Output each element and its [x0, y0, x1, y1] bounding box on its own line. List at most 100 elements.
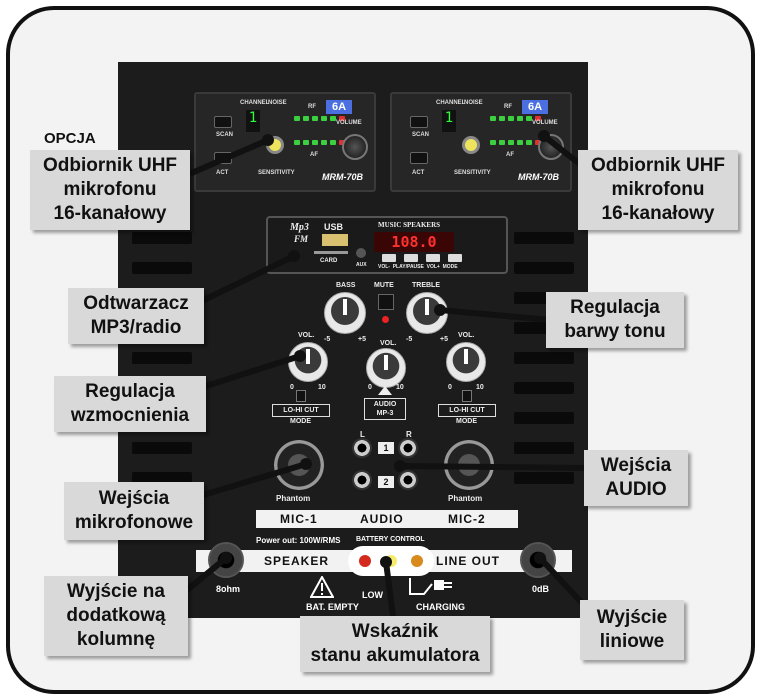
card-label: CARD — [320, 258, 338, 264]
callout-uhf-right: Odbiornik UHF mikrofonu 16-kanałowy — [578, 150, 738, 230]
volume-label: VOLUME — [532, 120, 558, 126]
mic1-phantom-label: Phantom — [276, 494, 311, 503]
warning-icon — [310, 576, 334, 598]
rca-right-label: R — [406, 430, 412, 439]
mp3-player: Mp3 FM USB CARD AUX MUSIC SPEAKERS 108.0… — [266, 216, 508, 274]
card-slot[interactable] — [314, 251, 348, 254]
music-speakers-title: MUSIC SPEAKERS — [378, 221, 441, 229]
play-pause-button[interactable] — [404, 254, 418, 262]
channel-display: 6A — [522, 100, 549, 114]
fm-logo: FM — [294, 234, 309, 244]
vent — [514, 412, 574, 424]
audio-arrow — [378, 386, 392, 395]
bass-min: -5 — [324, 336, 331, 343]
rca-2-number: 2 — [378, 476, 394, 488]
charging-plug-icon — [409, 578, 452, 595]
audio-strip-label: AUDIO — [360, 512, 404, 526]
callout-mp3: Odtwarzacz MP3/radio — [68, 288, 204, 344]
bass-label: BASS — [336, 282, 356, 289]
mic2-lohicut-switch[interactable] — [462, 390, 472, 402]
speaker-strip-label: SPEAKER — [264, 554, 330, 568]
usb-port[interactable] — [322, 234, 348, 246]
vol1-min: 0 — [290, 384, 294, 391]
bass-knob[interactable] — [324, 292, 366, 334]
callout-audio-in: Wejścia AUDIO — [584, 450, 688, 506]
rf-meter — [294, 116, 345, 121]
rca-1-number: 1 — [378, 442, 394, 454]
channel-label: CHANNEL — [240, 100, 270, 106]
model-label: MRM-70B — [322, 172, 364, 182]
af-label: AF — [506, 152, 514, 158]
treble-label: TREBLE — [412, 282, 440, 289]
mic2-mode-label: MODE — [456, 418, 477, 425]
vol-audio-label: VOL. — [380, 340, 397, 347]
mic1-lohicut-switch[interactable] — [296, 390, 306, 402]
power-out-label: Power out: 100W/RMS — [256, 536, 341, 545]
scan-button[interactable] — [214, 116, 232, 128]
battery-control-label: BATTERY CONTROL — [356, 536, 425, 543]
channel-label: CHANNEL — [436, 100, 466, 106]
rca-1-right[interactable] — [398, 438, 418, 458]
mic1-volume-knob[interactable] — [288, 342, 328, 382]
mp3-button-labels: VOL- PLAY/PAUSE VOL+ MODE — [378, 264, 458, 270]
callout-line-out: Wyjście liniowe — [580, 600, 684, 660]
scan-label: SCAN — [216, 132, 234, 138]
treble-max: +5 — [440, 336, 448, 343]
treble-min: -5 — [406, 336, 413, 343]
rca-left-label: L — [360, 430, 365, 439]
sensitivity-knob[interactable] — [462, 136, 480, 154]
charging-label: CHARGING — [416, 602, 465, 612]
rca-2-left[interactable] — [352, 470, 372, 490]
volume-knob[interactable] — [342, 134, 368, 160]
db-label: 0dB — [532, 584, 550, 594]
sensitivity-label: SENSITIVITY — [258, 170, 295, 176]
battery-led-orange — [411, 555, 423, 567]
rca-1-left[interactable] — [352, 438, 372, 458]
vol-up-button[interactable] — [426, 254, 440, 262]
mic2-phantom-label: Phantom — [448, 494, 483, 503]
vol2-min: 0 — [448, 384, 452, 391]
vent — [132, 352, 192, 364]
rf-label: RF — [504, 104, 512, 110]
mute-button[interactable] — [378, 294, 394, 310]
scan-button[interactable] — [410, 116, 428, 128]
aux-jack[interactable] — [356, 248, 366, 258]
vent — [514, 352, 574, 364]
vol1-label: VOL. — [298, 332, 315, 339]
rf-label: RF — [308, 104, 316, 110]
vent — [514, 232, 574, 244]
low-label: LOW — [362, 590, 383, 600]
mic2-strip-label: MIC-2 — [448, 512, 486, 526]
usb-label: USB — [324, 222, 344, 232]
mic1-lohicut-label: LO-HI CUT — [272, 404, 330, 417]
callout-battery: Wskaźnik stanu akumulatora — [300, 616, 490, 672]
af-label: AF — [310, 152, 318, 158]
mic2-volume-knob[interactable] — [446, 342, 486, 382]
vol-down-button[interactable] — [382, 254, 396, 262]
vent — [514, 382, 574, 394]
vent — [132, 472, 192, 484]
mode-button[interactable] — [448, 254, 462, 262]
input-label-strip: MIC-1 AUDIO MIC-2 — [256, 510, 518, 528]
noise-label: NOISE — [268, 100, 287, 106]
vol2-label: VOL. — [458, 332, 475, 339]
act-button[interactable] — [410, 152, 428, 164]
callout-mic-in: Wejścia mikrofonowe — [64, 482, 204, 540]
act-label: ACT — [412, 170, 425, 176]
mute-label: MUTE — [374, 282, 394, 289]
channel-digit: 1 — [246, 110, 260, 132]
diagram-frame: CHANNEL NOISE RF 6A 1 SCAN VOLUME AF ACT… — [6, 6, 755, 694]
audio-volume-knob[interactable] — [366, 348, 406, 388]
vol2-max: 10 — [476, 384, 484, 391]
mic1-strip-label: MIC-1 — [280, 512, 318, 526]
channel-display: 6A — [326, 100, 353, 114]
sensitivity-label: SENSITIVITY — [454, 170, 491, 176]
vent — [514, 472, 574, 484]
callout-tone: Regulacja barwy tonu — [546, 292, 684, 348]
vol-audio-max: 10 — [396, 384, 404, 391]
act-label: ACT — [216, 170, 229, 176]
rca-2-right[interactable] — [398, 470, 418, 490]
battery-led-red — [359, 555, 371, 567]
callout-gain: Regulacja wzmocnienia — [54, 376, 206, 432]
fm-display: 108.0 — [374, 232, 454, 252]
